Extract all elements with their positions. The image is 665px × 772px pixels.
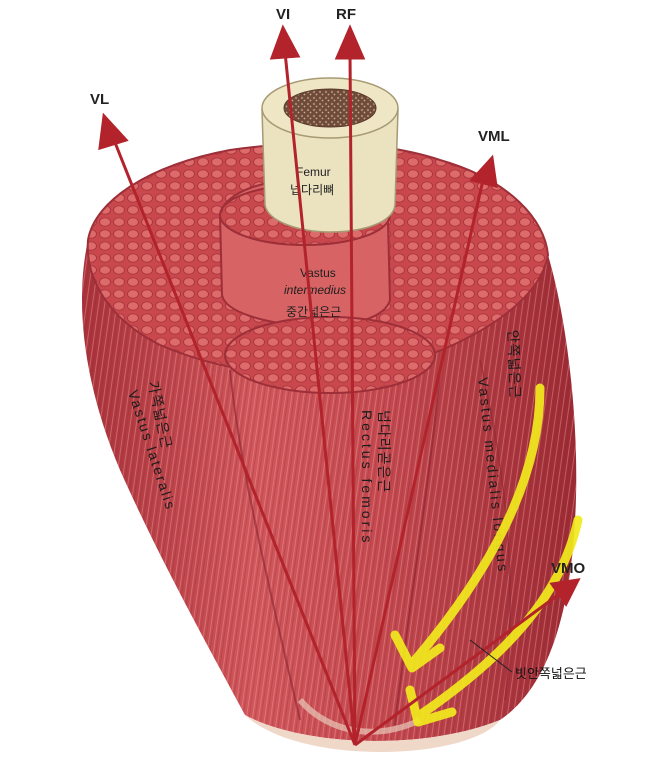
vi-label: VI: [276, 6, 290, 23]
vmo-arrow: [354, 578, 581, 747]
highlight-arrows: [390, 383, 583, 727]
vastus-intermedius-label-kr: 중간넓은근: [286, 305, 341, 319]
highlight-arrow-upper: [410, 383, 545, 665]
vml-label: VML: [478, 128, 510, 145]
femur-label-kr: 넙다리뼈: [290, 183, 334, 197]
vi-arrow: [269, 24, 357, 746]
rf-label: RF: [336, 6, 356, 23]
highlight-arrow-lower: [415, 515, 583, 720]
vastus-medialis-oblique-label-kr: 빗안쪽넓은근: [515, 666, 587, 681]
rectus-femoris-label: Rectus femoris: [359, 410, 375, 545]
vml-arrow: [353, 154, 498, 746]
rf-arrow: [334, 24, 366, 746]
vl-arrow: [98, 112, 357, 746]
rectus-femoris-label-kr: 넙다리곧은근: [376, 410, 392, 493]
vastus-intermedius-label-2: intermedius: [284, 283, 346, 297]
force-vectors: [98, 24, 581, 747]
femur-label: Femur: [296, 165, 331, 179]
femur-bone: [261, 77, 399, 233]
vastus-medialis-longus-label-kr: 안쪽넓은근: [505, 330, 523, 400]
vl-label: VL: [90, 91, 109, 108]
vmo-pointer-line: [469, 639, 513, 673]
vmo-label: VMO: [551, 560, 586, 577]
